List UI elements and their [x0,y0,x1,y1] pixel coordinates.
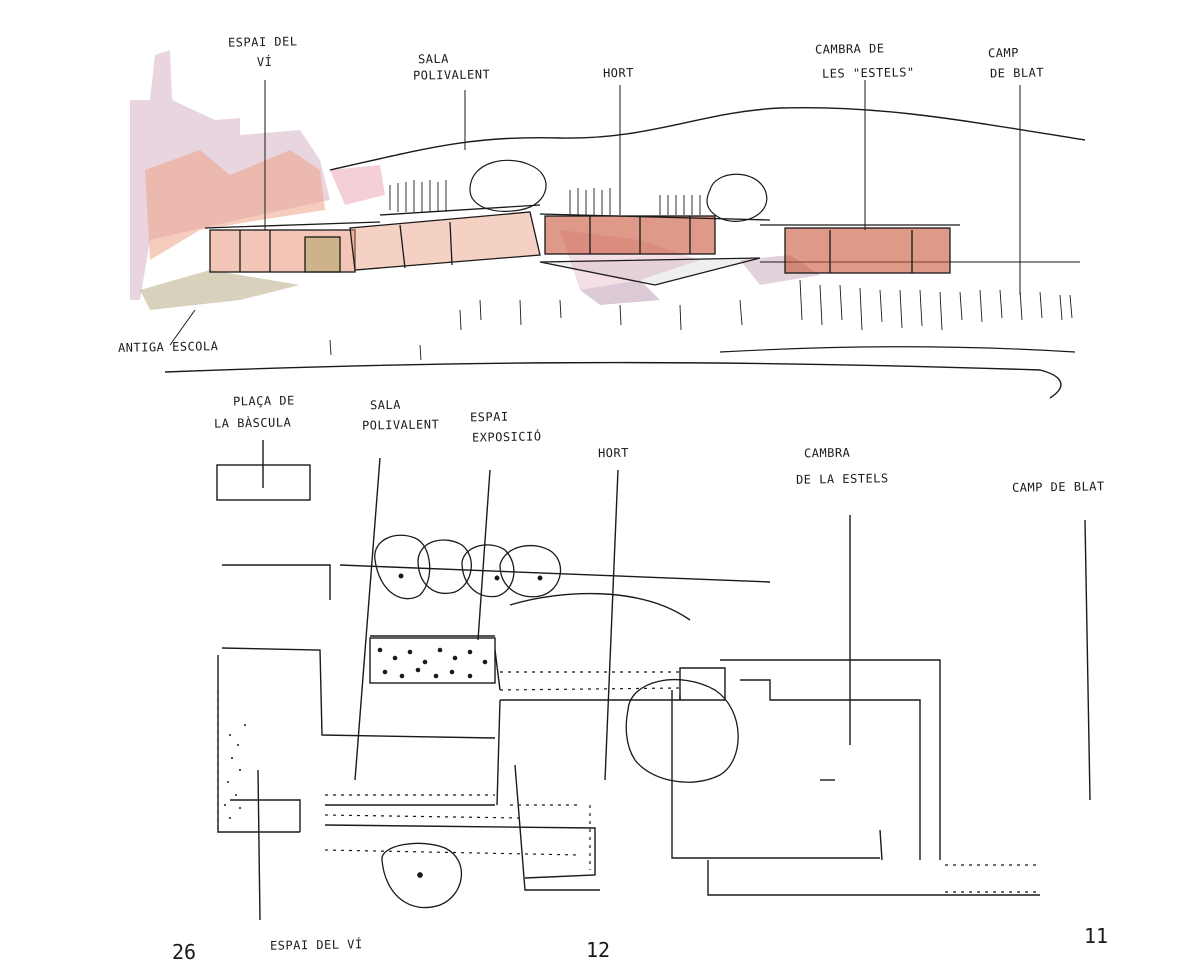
label-plan-cambra-line1: CAMBRA [803,445,851,461]
page-number-11: 11 [1084,924,1109,948]
elevation-drawing [130,50,1086,399]
label-espai-exposicio-line2: EXPOSICIÓ [471,429,542,445]
plan-hatching [217,671,1040,893]
pavilion-hort [539,213,771,286]
label-plan-hort: HORT [597,445,630,461]
elevation-trees [469,159,768,222]
old-building-orange [145,150,325,260]
label-placa-bascula-line2: LA BÀSCULA [213,415,292,431]
plan-stipple [224,647,488,819]
label-plan-sala-line1: SALA [369,397,402,413]
label-espai-exposicio-line1: ESPAI [469,409,509,425]
pavilion-left [204,221,381,273]
plan-trees [374,534,739,909]
plan-lines [216,440,1091,921]
label-plan-camp-blat: CAMP DE BLAT [1011,479,1105,495]
label-plan-espai-vi: ESPAI DEL VÍ [269,937,363,953]
page-number-26: 26 [172,940,197,964]
pavilion-cambra [760,224,960,274]
grass-strokes [329,180,1073,361]
label-plan-cambra-line2: DE LA ESTELS [795,471,889,487]
pavilion-sala [349,204,541,271]
label-placa-bascula-line1: PLAÇA DE [232,393,295,409]
page-number-12: 12 [586,938,611,962]
label-plan-sala-line2: POLIVALENT [361,417,440,433]
elevation-leaders [169,80,1021,346]
